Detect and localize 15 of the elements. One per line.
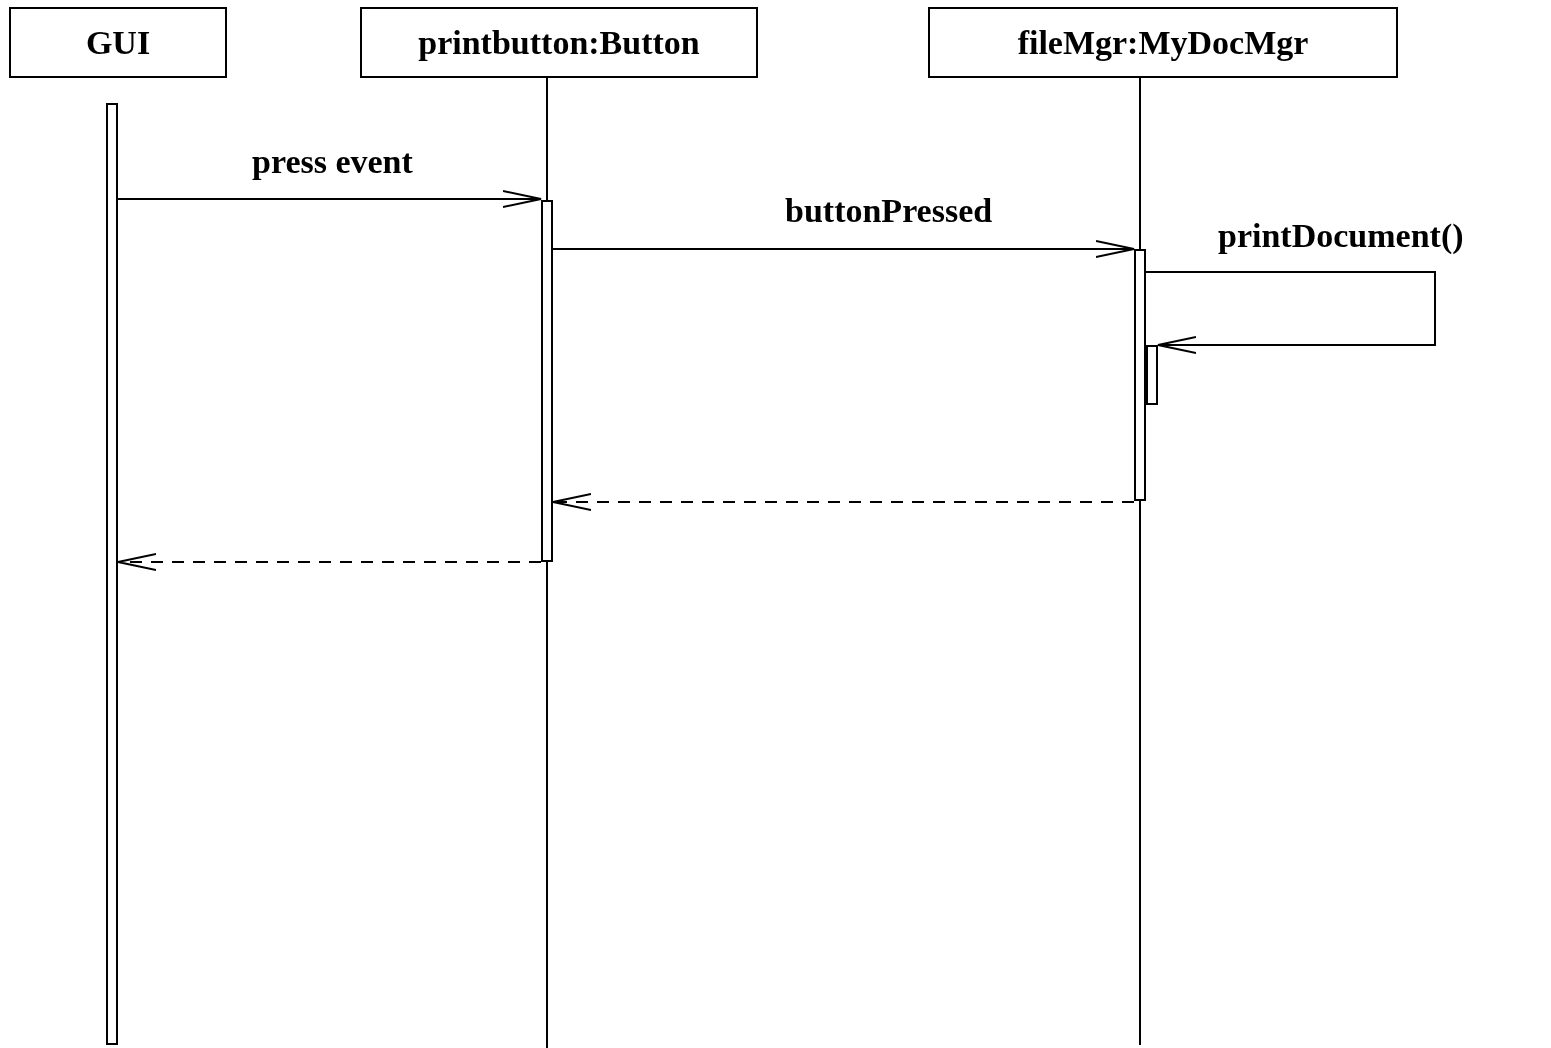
activation-bar xyxy=(1134,249,1146,501)
return-message-arrow xyxy=(552,493,1135,511)
activation-bar xyxy=(1146,345,1158,405)
message-arrow xyxy=(552,240,1135,258)
lifeline-header xyxy=(928,7,1398,78)
message-arrow xyxy=(117,190,542,208)
object-name: fileMgr:MyDocMgr xyxy=(1017,23,1309,62)
return-message-arrow xyxy=(117,553,542,571)
message-arrow xyxy=(1145,271,1436,354)
activation-bar xyxy=(106,103,118,1045)
object-name: GUI xyxy=(85,23,151,62)
object-name: printbutton:Button xyxy=(418,23,700,62)
lifeline-header xyxy=(9,7,227,78)
lifeline-header xyxy=(360,7,758,78)
activation-bar xyxy=(541,200,553,562)
